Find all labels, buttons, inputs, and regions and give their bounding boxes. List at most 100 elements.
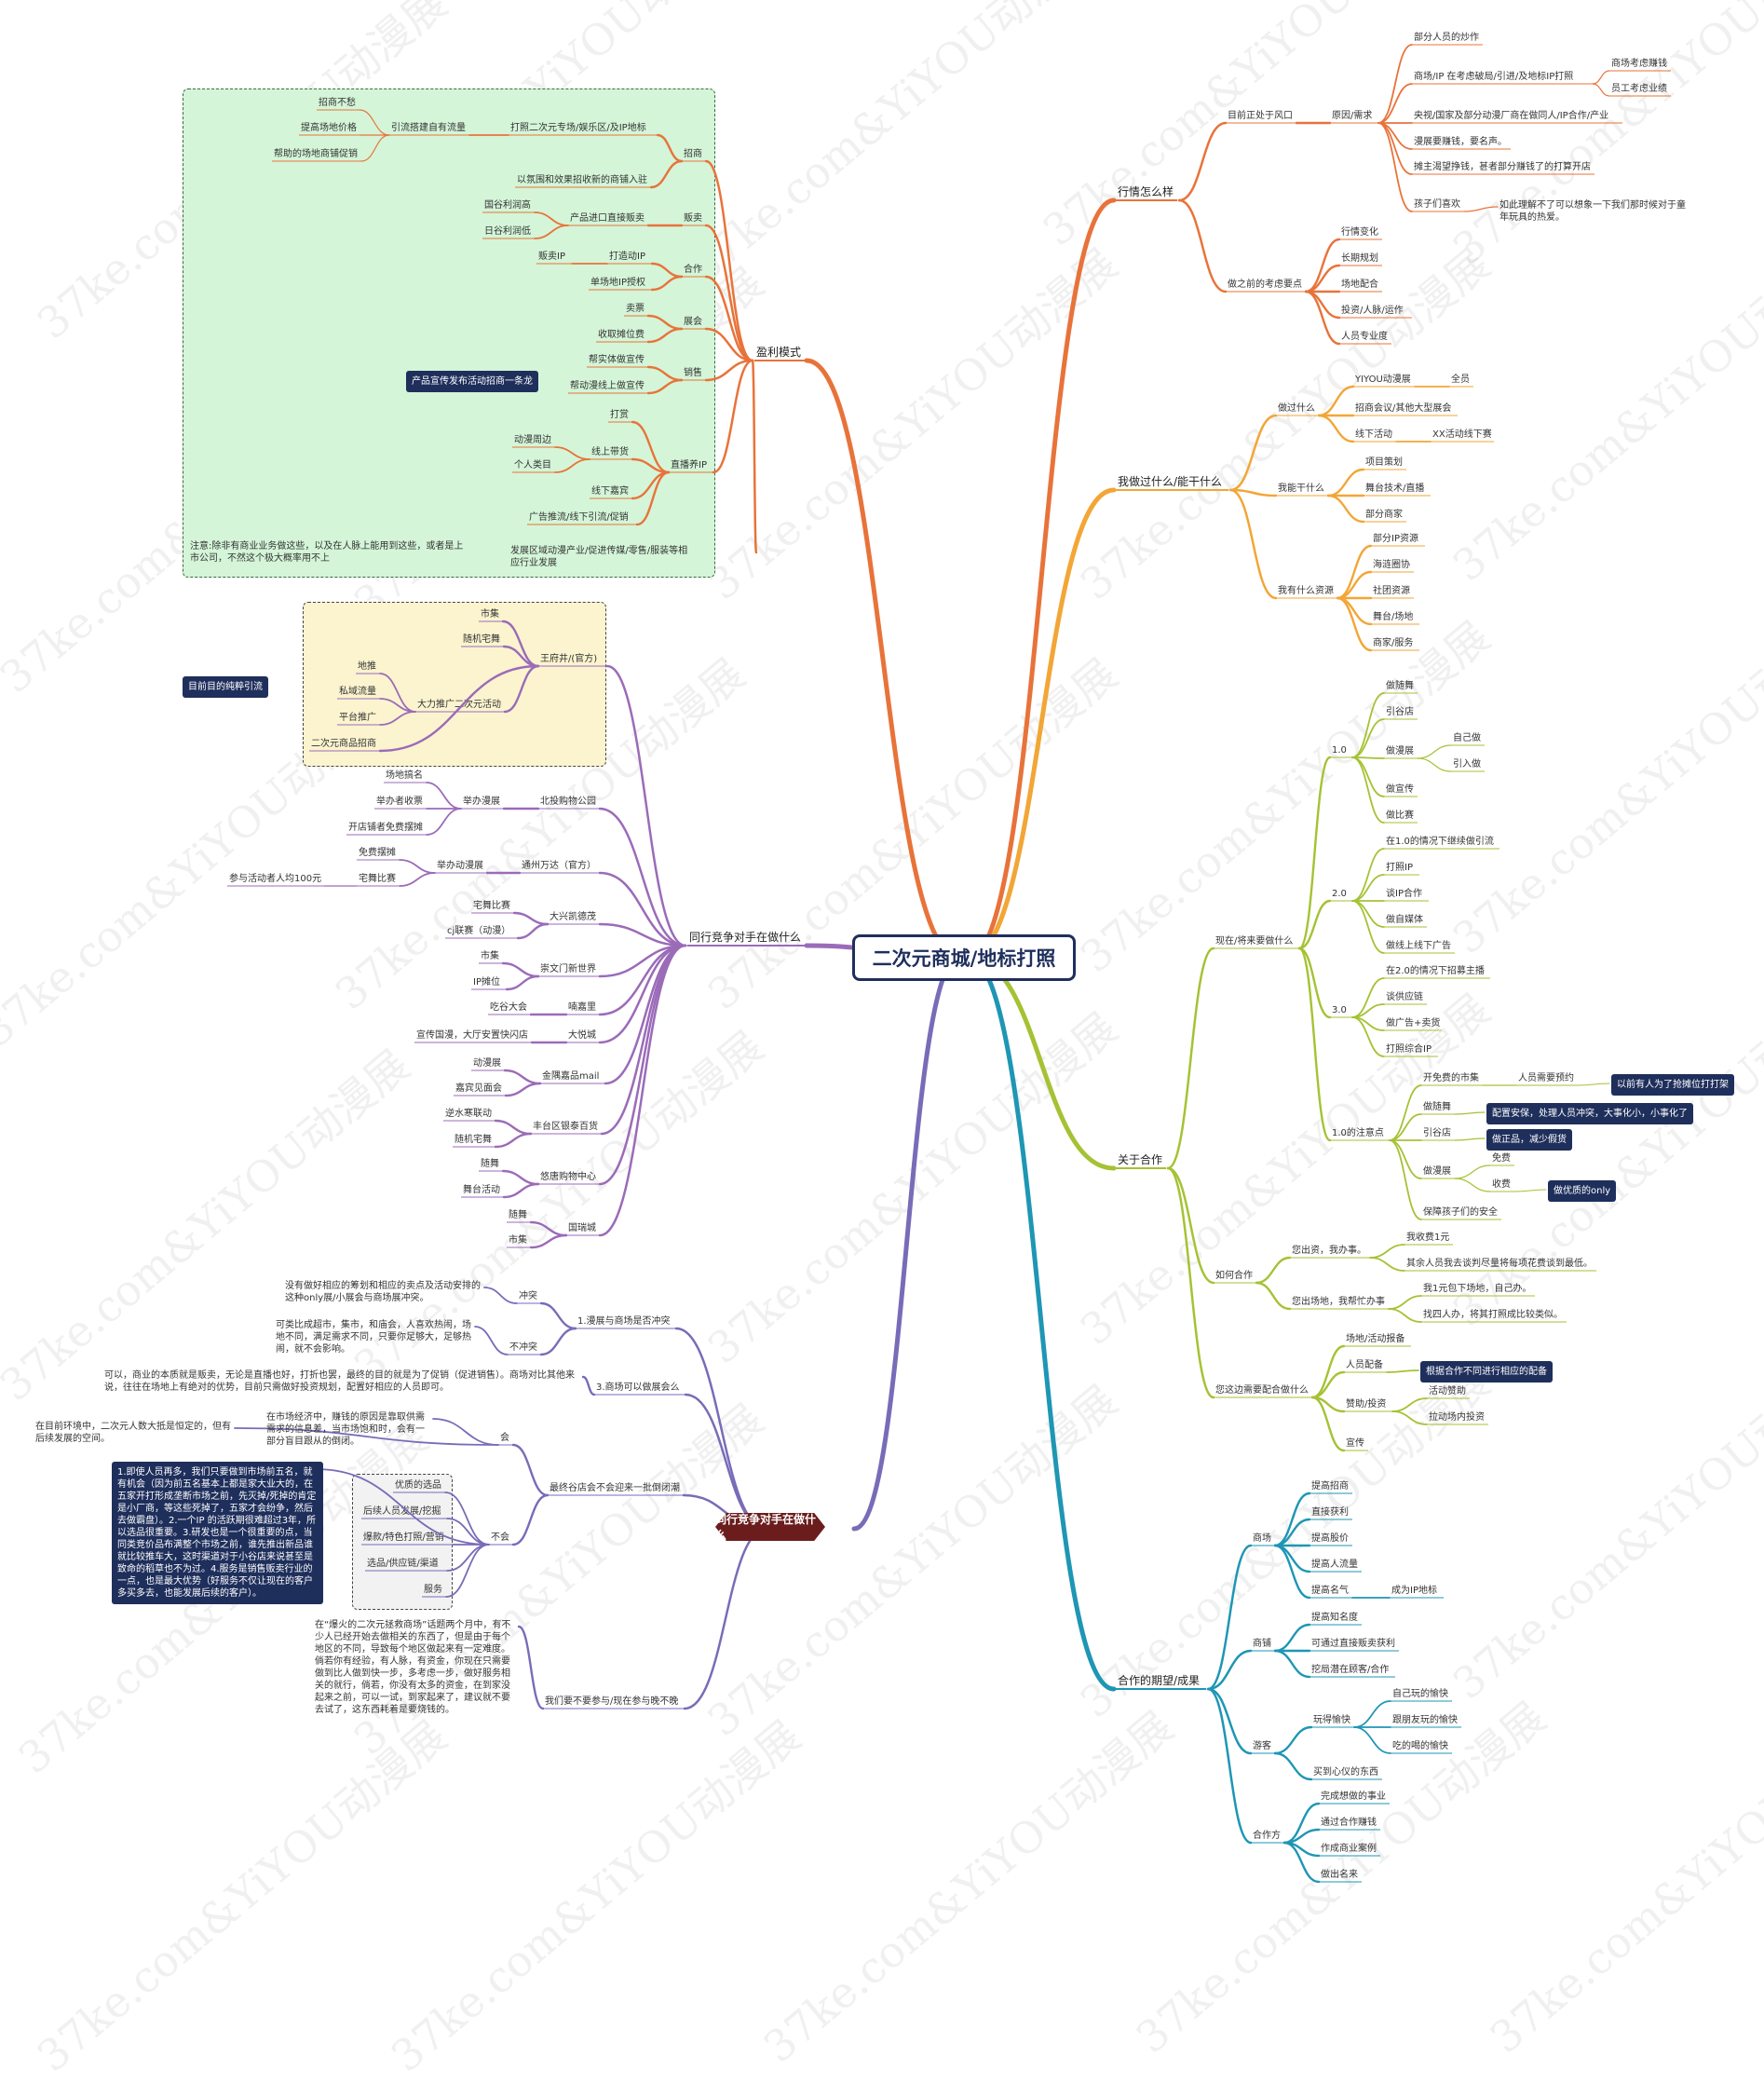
dark-callout[interactable]: 做优质的only bbox=[1548, 1180, 1617, 1202]
dark-callout[interactable]: 做正品，减少假货 bbox=[1486, 1129, 1572, 1151]
node-label[interactable]: 1.漫展与商场是否冲突 bbox=[577, 1314, 671, 1327]
node-label[interactable]: 产品进口直接贩卖 bbox=[570, 211, 645, 224]
node-label[interactable]: 随舞 bbox=[481, 1157, 499, 1169]
node-label[interactable]: 宣传国漫，大厅安置快闪店 bbox=[416, 1028, 528, 1041]
node-label[interactable]: 销售 bbox=[684, 366, 702, 378]
node-label[interactable]: 商场/IP 在考虑破局/引进/及地标IP打照 bbox=[1414, 70, 1573, 82]
node-label[interactable]: 做出名来 bbox=[1321, 1868, 1358, 1880]
node-label[interactable]: 北投购物公园 bbox=[540, 795, 596, 807]
dark-callout[interactable]: 以前有人为了抢摊位打打架 bbox=[1611, 1074, 1734, 1096]
node-label[interactable]: 打照IP bbox=[1386, 861, 1413, 873]
node-label[interactable]: 市集 bbox=[481, 607, 499, 620]
node-label[interactable]: 场地搞名 bbox=[386, 769, 423, 781]
node-label[interactable]: 国瑞城 bbox=[568, 1222, 596, 1233]
node-label[interactable]: 谈供应链 bbox=[1386, 990, 1423, 1002]
node-label[interactable]: 做广告+卖货 bbox=[1386, 1016, 1440, 1028]
node-label[interactable]: 做之前的考虑要点 bbox=[1228, 278, 1302, 290]
node-label[interactable]: IP摊位 bbox=[473, 975, 500, 988]
node-label[interactable]: 随舞 bbox=[509, 1208, 527, 1220]
node-label[interactable]: 游客 bbox=[1253, 1739, 1271, 1751]
node-label[interactable]: 人员专业度 bbox=[1341, 330, 1388, 342]
node-label[interactable]: 最终谷店会不会迎来一批倒闭潮 bbox=[550, 1481, 680, 1493]
node-label[interactable]: 玩得愉快 bbox=[1313, 1713, 1350, 1725]
node-label[interactable]: 直播养IP bbox=[671, 458, 707, 470]
node-label[interactable]: 开店铺者免费摆摊 bbox=[348, 821, 423, 833]
node-label[interactable]: 舞台活动 bbox=[463, 1183, 500, 1195]
node-label[interactable]: 央视/国家及部分动漫厂商在做同人/IP合作/产业 bbox=[1414, 109, 1608, 121]
node-label[interactable]: 项目策划 bbox=[1365, 456, 1403, 468]
node-label[interactable]: 引流搭建自有流量 bbox=[391, 121, 466, 133]
node-label[interactable]: 我们要不要参与/现在参与晚不晚 bbox=[545, 1695, 678, 1707]
node-label[interactable]: 平台推广 bbox=[339, 711, 376, 723]
node-label[interactable]: 我1元包下场地，自己办。 bbox=[1423, 1282, 1531, 1294]
node-label[interactable]: 二次元商品招商 bbox=[311, 737, 376, 749]
node-label[interactable]: 自己玩的愉快 bbox=[1392, 1687, 1448, 1699]
node-label[interactable]: 日谷利润低 bbox=[484, 225, 531, 237]
node-label[interactable]: 保障孩子们的安全 bbox=[1423, 1205, 1498, 1218]
node-label[interactable]: 做漫展 bbox=[1386, 744, 1414, 756]
node-label[interactable]: 大悦城 bbox=[568, 1028, 596, 1041]
node-label[interactable]: 提高招商 bbox=[1311, 1479, 1349, 1491]
node-label[interactable]: 举办漫展 bbox=[463, 795, 500, 807]
node-label[interactable]: 目前正处于风口 bbox=[1228, 109, 1293, 121]
node-label[interactable]: 挖局潜在顾客/合作 bbox=[1311, 1663, 1389, 1675]
node-label[interactable]: 我收费1元 bbox=[1406, 1231, 1449, 1243]
node-label[interactable]: 打照二次元专场/娱乐区/及IP地标 bbox=[510, 121, 646, 133]
node-label[interactable]: 选品/供应链/渠道 bbox=[367, 1557, 439, 1569]
node-label[interactable]: 投资/人脉/运作 bbox=[1341, 304, 1404, 316]
node-label[interactable]: 崇文门新世界 bbox=[540, 962, 596, 974]
node-label[interactable]: 不冲突 bbox=[509, 1341, 537, 1353]
node-label[interactable]: 打赏 bbox=[610, 408, 629, 420]
node-label[interactable]: 宅舞比赛 bbox=[473, 899, 510, 911]
node-label[interactable]: 其余人员我去谈判尽量将每项花费谈到最低。 bbox=[1406, 1257, 1593, 1269]
node-label[interactable]: 做宣传 bbox=[1386, 783, 1414, 795]
node-label[interactable]: 市集 bbox=[509, 1233, 527, 1246]
node-label[interactable]: 人员需要预约 bbox=[1518, 1071, 1574, 1083]
node-label[interactable]: 完成想做的事业 bbox=[1321, 1790, 1386, 1802]
node-label[interactable]: 优质的选品 bbox=[395, 1478, 441, 1491]
node-label[interactable]: 展会 bbox=[684, 315, 702, 327]
dark-callout[interactable]: 配置安保，处理人员冲突，大事化小，小事化了 bbox=[1486, 1103, 1693, 1124]
node-label[interactable]: 随机宅舞 bbox=[455, 1133, 492, 1145]
node-label[interactable]: 合作 bbox=[684, 263, 702, 275]
node-label[interactable]: 现在/将来要做什么 bbox=[1215, 934, 1293, 947]
node-label[interactable]: 商家/服务 bbox=[1373, 636, 1413, 648]
node-label[interactable]: 王府井/(官方) bbox=[540, 652, 597, 664]
node-label[interactable]: 国谷利润高 bbox=[484, 198, 531, 211]
yellow-dark-label[interactable]: 目前目的纯粹引流 bbox=[183, 676, 268, 698]
green-dark-label[interactable]: 产品宣传发布活动招商一条龙 bbox=[406, 371, 538, 392]
node-label[interactable]: YIYOU动漫展 bbox=[1354, 374, 1411, 385]
node-label[interactable]: 海涟圈协 bbox=[1373, 558, 1410, 570]
node-label[interactable]: 您出资，我办事。 bbox=[1292, 1244, 1366, 1256]
node-label[interactable]: 找四人办，将其打照成比较类似。 bbox=[1423, 1308, 1563, 1320]
node-label[interactable]: 做自媒体 bbox=[1386, 913, 1423, 925]
node-label[interactable]: 吃的喝的愉快 bbox=[1392, 1739, 1448, 1751]
node-label[interactable]: 全员 bbox=[1451, 373, 1470, 385]
node-label[interactable]: 漫展要赚钱，要名声。 bbox=[1414, 135, 1507, 147]
node-label[interactable]: XX活动线下赛 bbox=[1432, 428, 1492, 440]
node-label[interactable]: 舞台/场地 bbox=[1373, 610, 1413, 622]
node-label[interactable]: 行情变化 bbox=[1341, 225, 1378, 238]
node-label[interactable]: 原因/需求 bbox=[1332, 110, 1372, 121]
node-label[interactable]: 逆水寒联动 bbox=[445, 1107, 492, 1119]
node-label[interactable]: 地推 bbox=[358, 660, 376, 672]
node-label[interactable]: 喃嘉里 bbox=[568, 1001, 596, 1013]
node-label[interactable]: 自己做 bbox=[1453, 731, 1481, 743]
node-label[interactable]: 在1.0的情况下继续做引流 bbox=[1386, 835, 1494, 847]
node-label[interactable]: 长期规划 bbox=[1341, 252, 1378, 264]
node-label[interactable]: 嘉宾见面会 bbox=[455, 1082, 502, 1094]
node-label[interactable]: 举办动漫展 bbox=[437, 859, 483, 871]
node-label[interactable]: 帮助的场地商铺促销 bbox=[274, 147, 358, 159]
node-label[interactable]: 人员配备 bbox=[1346, 1358, 1383, 1370]
node-label[interactable]: 场地配合 bbox=[1341, 278, 1378, 290]
node-label[interactable]: 线下嘉宾 bbox=[591, 484, 629, 497]
branch-label[interactable]: 盈利模式 bbox=[756, 346, 801, 359]
node-label[interactable]: 打照综合IP bbox=[1386, 1042, 1432, 1055]
node-label[interactable]: 3.商场可以做展会么 bbox=[596, 1381, 680, 1393]
branch-label[interactable]: 合作的期望/成果 bbox=[1118, 1673, 1200, 1687]
node-label[interactable]: 做比赛 bbox=[1386, 809, 1414, 821]
node-label[interactable]: 2.0 bbox=[1332, 889, 1347, 899]
node-label[interactable]: 提高名气 bbox=[1311, 1584, 1349, 1596]
branch-label[interactable]: 我做过什么/能干什么 bbox=[1118, 474, 1222, 488]
node-label[interactable]: 赞助/投资 bbox=[1346, 1397, 1386, 1410]
